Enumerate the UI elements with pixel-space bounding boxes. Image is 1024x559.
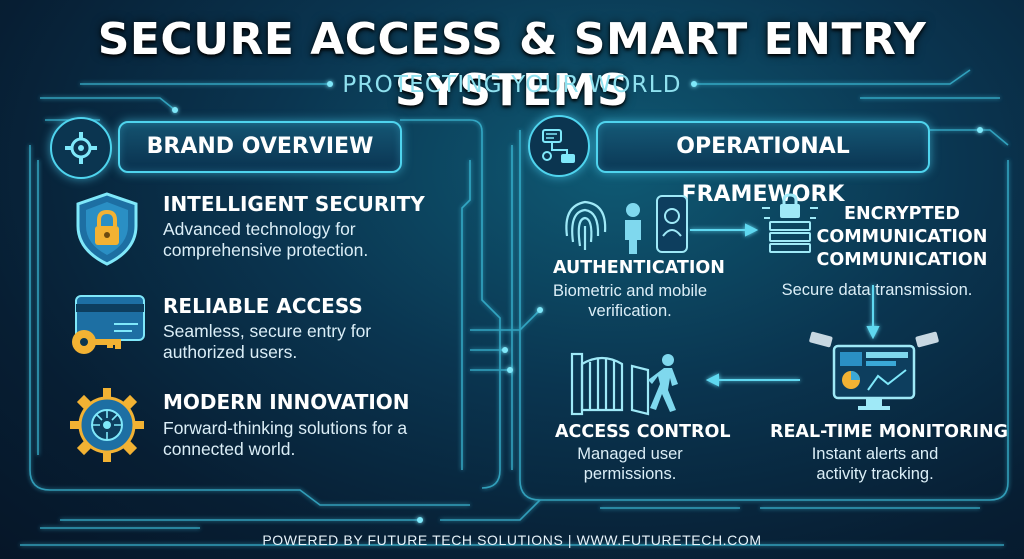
page-subtitle: PROTECTING YOUR WORLD xyxy=(342,72,682,98)
feature-title-intelligent-security: INTELLIGENT SECURITY xyxy=(163,192,425,216)
step-title-access-control: ACCESS CONTROL xyxy=(555,422,731,442)
footer-credit: POWERED BY FUTURE TECH SOLUTIONS | WWW.F… xyxy=(262,532,762,548)
monitor-cameras-icon xyxy=(809,331,939,410)
fingerprint-icon xyxy=(565,195,688,254)
page-title: SECURE ACCESS & SMART ENTRY SYSTEMS xyxy=(97,14,927,116)
gear-icon xyxy=(65,132,97,164)
brand-overview-heading: BRAND OVERVIEW xyxy=(118,121,402,173)
feature-desc-reliable-access: Seamless, secure entry for authorized us… xyxy=(163,321,372,362)
operational-framework-heading: OPERATIONAL FRAMEWORK xyxy=(596,121,930,207)
step-desc-access-control: Managed user permissions. xyxy=(577,445,683,483)
framework-badge xyxy=(528,115,590,177)
step-title-authentication: AUTHENTICATION xyxy=(553,258,725,278)
feature-title-reliable-access: RELIABLE ACCESS xyxy=(163,294,363,318)
step-title-encrypted-communication: ENCRYPTED COMMUNICATION COMMUNICATION xyxy=(816,204,988,270)
flowchart-icon xyxy=(542,129,575,163)
brand-badge xyxy=(50,117,112,179)
feature-desc-modern-innovation: Forward-thinking solutions for a connect… xyxy=(163,418,408,459)
shield-lock-icon xyxy=(76,192,138,266)
gate-person-icon xyxy=(570,352,678,416)
step-desc-encrypted-communication: Secure data transmission. xyxy=(781,281,973,299)
key-card-icon xyxy=(72,295,145,354)
step-title-real-time-monitoring: REAL-TIME MONITORING xyxy=(770,422,1008,442)
server-lock-icon xyxy=(762,193,818,253)
step-desc-authentication: Biometric and mobile verification. xyxy=(552,282,708,320)
feature-title-modern-innovation: MODERN INNOVATION xyxy=(163,390,410,414)
feature-desc-intelligent-security: Advanced technology for comprehensive pr… xyxy=(163,219,369,260)
step-desc-real-time-monitoring: Instant alerts and activity tracking. xyxy=(811,445,939,483)
gear-circuit-icon xyxy=(70,388,144,462)
